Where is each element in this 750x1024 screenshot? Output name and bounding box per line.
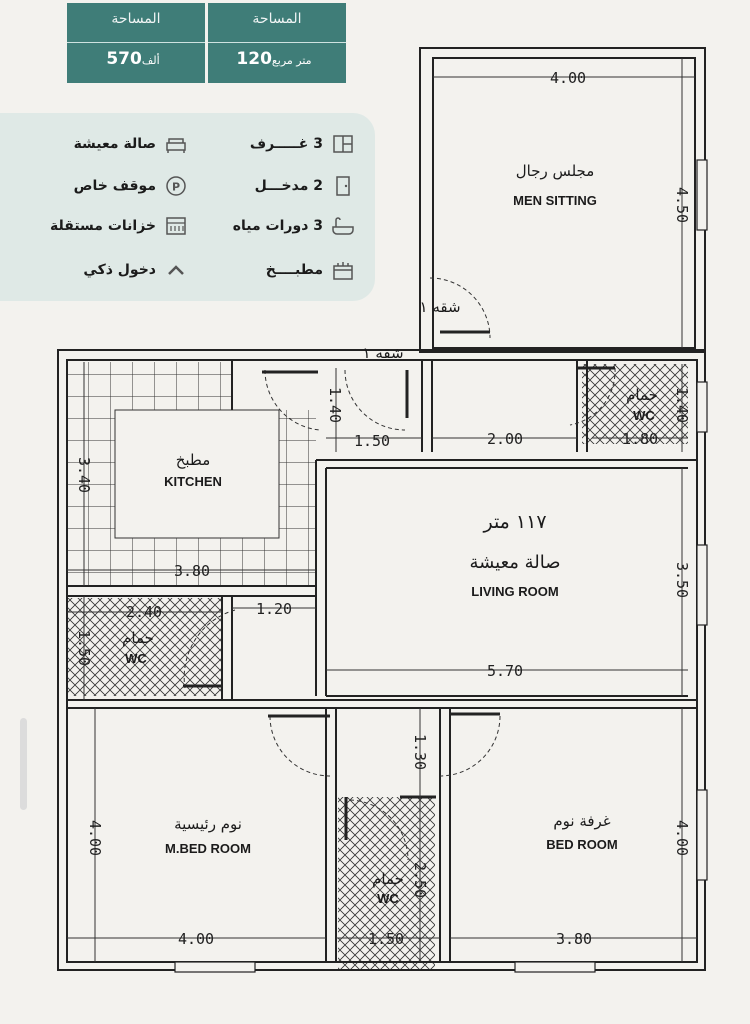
feature-entrances-label: 2 مدخـــل	[254, 178, 323, 194]
dim-wc-left-w: 2.40	[126, 603, 162, 621]
kitchen-en: KITCHEN	[164, 474, 222, 489]
sofa-icon	[164, 133, 188, 155]
feature-rooms: 3 غـــــرف	[250, 131, 355, 157]
feature-tanks: خزانات مستقلة	[50, 213, 188, 239]
room-icon	[331, 133, 355, 155]
price-title: المساحة	[111, 11, 161, 27]
feature-panel: 3 غـــــرف 2 مدخـــل 3 دورات مياه مطبـــ…	[0, 113, 375, 301]
svg-text:P: P	[172, 181, 180, 194]
scrollbar[interactable]	[20, 718, 27, 810]
price-box: المساحة ألف570	[67, 3, 205, 83]
door-icon	[331, 175, 355, 197]
wc-top-en: WC	[633, 408, 655, 423]
dim-wc-top-h: 1.40	[673, 387, 691, 423]
kitchen-counter-free	[114, 409, 280, 539]
dim-wc-left-h: 1.50	[75, 630, 93, 666]
feature-kitchen: مطبــــخ	[266, 257, 355, 283]
water-tank-icon	[164, 215, 188, 237]
windows	[174, 159, 708, 973]
wc-bottom-ar: حمام	[372, 870, 404, 888]
walls	[57, 47, 706, 971]
wc-left-hatch	[67, 598, 222, 696]
dim-bed-w: 3.80	[556, 930, 592, 948]
wc-left-en: WC	[125, 651, 147, 666]
feature-parking: P موقف خاص	[74, 173, 188, 199]
feature-smart-label: دخول ذكي	[83, 262, 156, 278]
feature-parking-label: موقف خاص	[73, 178, 156, 194]
dim-wc-bot-h: 2.50	[411, 862, 429, 898]
dim-kitchen-w: 3.80	[174, 562, 210, 580]
feature-rooms-label: 3 غـــــرف	[249, 136, 323, 152]
feature-entrances: 2 مدخـــل	[255, 173, 355, 199]
dim-hall-w: 2.00	[487, 430, 523, 448]
living-en: LIVING ROOM	[471, 584, 558, 599]
price-number: 570	[106, 49, 142, 69]
wc-top-ar: حمام	[626, 386, 658, 404]
area-unit: متر مربع	[271, 54, 312, 67]
price-divider	[67, 42, 205, 43]
men-sitting-ar: مجلس رجال	[516, 162, 595, 180]
feature-tanks-label: خزانات مستقلة	[50, 218, 156, 234]
dim-store-w: 1.20	[256, 600, 292, 618]
dim-living-h: 3.50	[673, 562, 691, 598]
living-ar: صالة معيشة	[469, 552, 560, 573]
room-labels: مجلس رجال MEN SITTING شقه ١ شقه ١ مطبخ K…	[122, 162, 658, 906]
mbed-ar: نوم رئيسية	[174, 815, 242, 833]
area-box: المساحة متر مربع120	[208, 3, 346, 83]
stove-icon	[331, 259, 355, 281]
dim-corr2-h: 1.30	[411, 734, 429, 770]
wc-top-hatch	[582, 364, 688, 444]
apt1-label: شقه ١	[419, 298, 460, 316]
feature-living-label: صالة معيشة	[73, 136, 156, 152]
dimension-lines	[67, 58, 697, 962]
parking-icon: P	[164, 175, 188, 197]
mbed-en: M.BED ROOM	[165, 841, 251, 856]
dim-kitchen-h: 3.40	[75, 457, 93, 493]
area-divider	[208, 42, 346, 43]
feature-bathrooms: 3 دورات مياه	[233, 213, 355, 239]
area-number: 120	[236, 49, 272, 69]
wc-bottom-en: WC	[377, 891, 399, 906]
area-title: المساحة	[252, 11, 302, 27]
dim-hall2-w: 1.50	[354, 432, 390, 450]
dim-men-h: 4.50	[673, 187, 691, 223]
living-area: ١١٧ متر	[482, 511, 546, 533]
door-leaves	[183, 330, 615, 840]
price-value: ألف570	[67, 49, 205, 69]
dim-men-w: 4.00	[550, 69, 586, 87]
feature-kitchen-label: مطبــــخ	[265, 262, 323, 278]
dim-wc-bot-w: 1.50	[368, 930, 404, 948]
wc-bottom-hatch	[338, 797, 435, 969]
dim-corr-h: 1.40	[326, 387, 344, 423]
feature-bathrooms-label: 3 دورات مياه	[232, 218, 323, 234]
dim-living-w: 5.70	[487, 662, 523, 680]
area-value: متر مربع120	[208, 49, 346, 69]
chevron-up-icon	[164, 259, 188, 281]
door-swings	[183, 277, 616, 861]
dim-wc-top-w: 1.80	[622, 430, 658, 448]
apt2-label: شقه ١	[362, 344, 403, 362]
price-unit: ألف	[141, 54, 160, 67]
bathtub-icon	[331, 215, 355, 237]
dim-mbed-w: 4.00	[178, 930, 214, 948]
dim-bed-h: 4.00	[673, 820, 691, 856]
kitchen-ar: مطبخ	[176, 451, 211, 469]
men-sitting-en: MEN SITTING	[513, 193, 597, 208]
dimension-labels: 4.00 4.50 1.40 1.80 2.00 1.50 1.40 3.40 …	[75, 69, 691, 948]
bed-ar: غرفة نوم	[553, 812, 610, 830]
bed-en: BED ROOM	[546, 837, 618, 852]
wc-left-ar: حمام	[122, 629, 154, 647]
feature-smart: دخول ذكي	[83, 257, 188, 283]
dim-mbed-h: 4.00	[86, 820, 104, 856]
feature-living: صالة معيشة	[74, 131, 188, 157]
